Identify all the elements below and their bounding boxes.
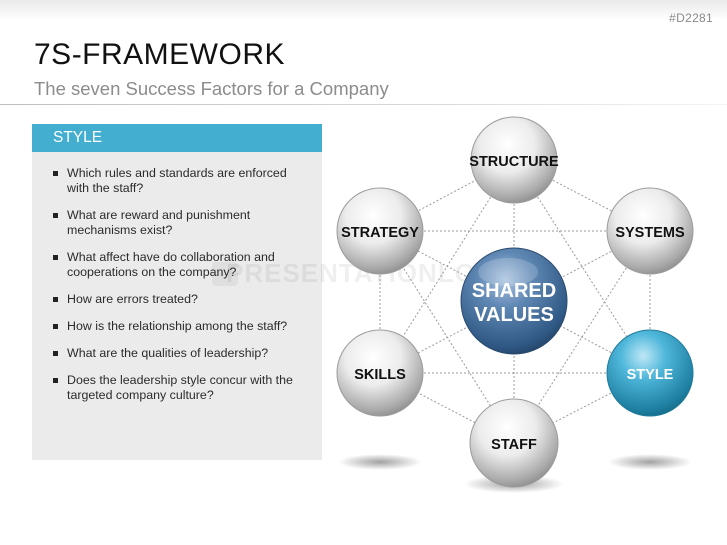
page-title: 7S-FRAMEWORK bbox=[34, 38, 286, 71]
header-divider bbox=[0, 104, 727, 105]
bullet-icon bbox=[53, 351, 58, 356]
bullet-icon bbox=[53, 297, 58, 302]
bullet-item: What affect have do collaboration and co… bbox=[53, 250, 310, 280]
bullet-text: How are errors treated? bbox=[67, 292, 198, 306]
bullet-text: Does the leadership style concur with th… bbox=[67, 373, 293, 402]
node-structure: STRUCTURE bbox=[469, 116, 559, 204]
slide-code: #D2281 bbox=[669, 11, 713, 25]
center-label-line2: VALUES bbox=[474, 304, 554, 326]
node-label-style: STYLE bbox=[627, 367, 674, 383]
bullet-item: What are reward and punishment mechanism… bbox=[53, 208, 310, 238]
bullet-item: What are the qualities of leadership? bbox=[53, 346, 310, 361]
bullet-list: Which rules and standards are enforced w… bbox=[32, 152, 322, 403]
bullet-text: What are the qualities of leadership? bbox=[67, 346, 269, 360]
bullet-item: How is the relationship among the staff? bbox=[53, 319, 310, 334]
node-style: STYLE bbox=[606, 329, 694, 417]
page-subtitle: The seven Success Factors for a Company bbox=[34, 78, 389, 99]
bullet-text: Which rules and standards are enforced w… bbox=[67, 166, 287, 195]
style-shadow bbox=[608, 454, 692, 470]
panel-heading: STYLE bbox=[32, 124, 322, 152]
bullet-item: How are errors treated? bbox=[53, 292, 310, 307]
bullet-text: What affect have do collaboration and co… bbox=[67, 250, 275, 279]
bullet-item: Which rules and standards are enforced w… bbox=[53, 166, 310, 196]
node-label-structure: STRUCTURE bbox=[469, 154, 559, 170]
node-label-systems: SYSTEMS bbox=[615, 225, 685, 241]
node-strategy: STRATEGY bbox=[336, 187, 424, 275]
node-label-strategy: STRATEGY bbox=[341, 225, 419, 241]
bullet-icon bbox=[53, 255, 58, 260]
node-label-skills: SKILLS bbox=[354, 367, 406, 383]
bullet-item: Does the leadership style concur with th… bbox=[53, 373, 310, 403]
node-staff: STAFF bbox=[469, 398, 559, 488]
node-center: SHARED VALUES bbox=[460, 247, 568, 355]
top-band bbox=[0, 0, 727, 20]
bullet-icon bbox=[53, 324, 58, 329]
node-label-staff: STAFF bbox=[491, 437, 537, 453]
node-skills: SKILLS bbox=[336, 329, 424, 417]
skills-shadow bbox=[338, 454, 422, 470]
node-systems: SYSTEMS bbox=[606, 187, 694, 275]
bullet-icon bbox=[53, 378, 58, 383]
bullet-icon bbox=[53, 213, 58, 218]
style-panel: STYLE Which rules and standards are enfo… bbox=[32, 124, 322, 460]
7s-diagram: SHARED VALUES STRUCTURE SYSTEMS STYLE ST… bbox=[336, 116, 694, 493]
bullet-text: What are reward and punishment mechanism… bbox=[67, 208, 251, 237]
center-label-line1: SHARED bbox=[472, 280, 556, 302]
watermark-logo-icon bbox=[212, 262, 238, 286]
bullet-text: How is the relationship among the staff? bbox=[67, 319, 288, 333]
bullet-icon bbox=[53, 171, 58, 176]
